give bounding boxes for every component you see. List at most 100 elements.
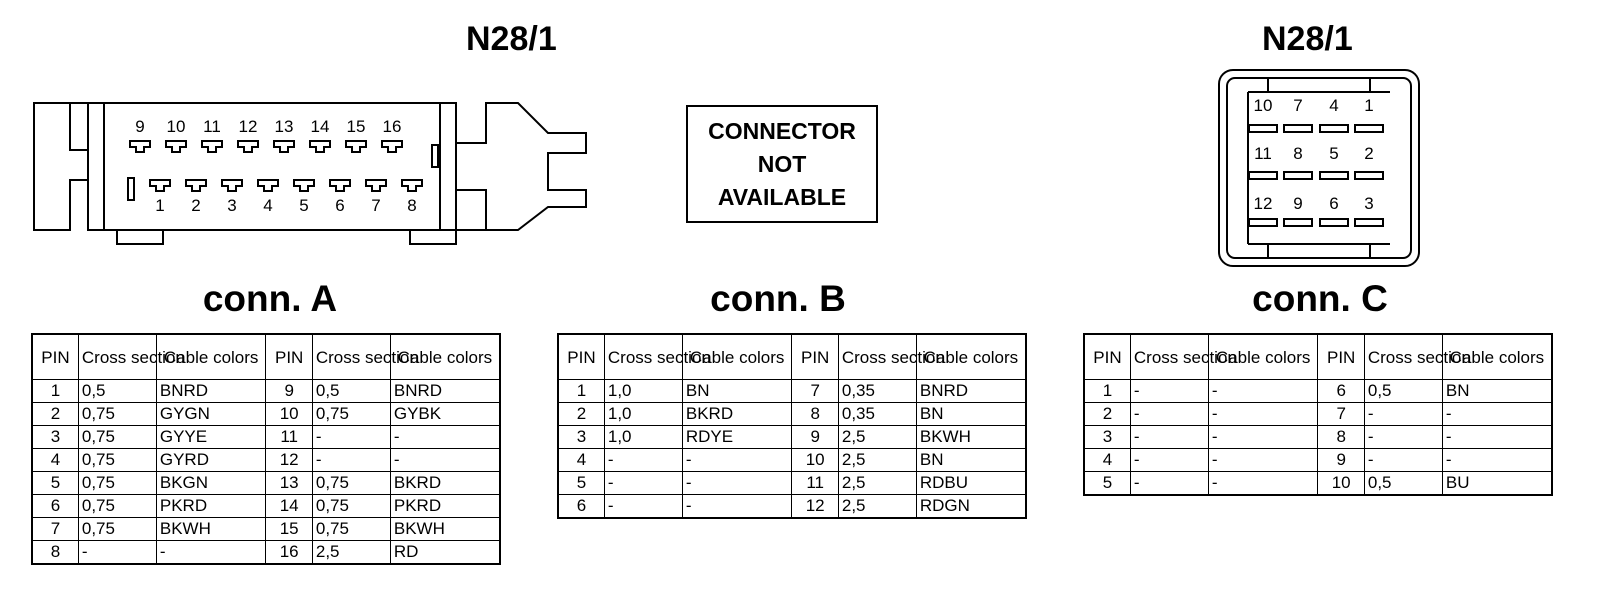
- table-row: 4--9--: [1083, 448, 1553, 472]
- table-header-cell: Cable colors: [389, 333, 501, 380]
- table-cell: 7: [791, 379, 839, 403]
- pin-slot-icon: [1248, 218, 1278, 227]
- table-cell: -: [681, 471, 793, 495]
- pin-number-label: 3: [227, 196, 237, 215]
- table-cell: 0,75: [77, 517, 157, 541]
- pin-slot-icon: [1354, 124, 1384, 133]
- table-header-cell: PIN: [557, 333, 605, 380]
- table-header-cell: Cable colors: [915, 333, 1027, 380]
- table-header-cell: Cross section: [311, 333, 419, 380]
- table-cell: -: [603, 471, 683, 495]
- pin-number-label: 1: [155, 196, 165, 215]
- table-cell: GYYE: [155, 425, 267, 449]
- table-cell: 0,75: [77, 471, 157, 495]
- pin-number-label: 1: [1364, 96, 1374, 115]
- pin-slot-icon: [1283, 171, 1313, 180]
- table-cell: 0,75: [77, 448, 157, 472]
- table-cell: 0,75: [77, 494, 157, 518]
- table-cell: -: [1441, 402, 1553, 426]
- table-cell: BNRD: [915, 379, 1027, 403]
- table-cell: RDYE: [681, 425, 793, 449]
- table-cell: BKWH: [155, 517, 267, 541]
- pin-number-label: 2: [191, 196, 201, 215]
- pin-number-label: 11: [1254, 144, 1272, 163]
- table-cell: 0,5: [311, 379, 391, 403]
- table-cell: 1,0: [603, 402, 683, 426]
- table-cell: BNRD: [155, 379, 267, 403]
- pin-number-label: 13: [274, 117, 294, 136]
- table-cell: -: [1363, 448, 1443, 472]
- connector-a-outline: [33, 102, 587, 245]
- table-cell: -: [603, 448, 683, 472]
- pin-number-label: 6: [335, 196, 345, 215]
- pin-number-label: 10: [1253, 96, 1273, 115]
- table-cell: 1,0: [603, 425, 683, 449]
- table-header-cell: Cross section: [1363, 333, 1471, 380]
- pin-number-label: 11: [203, 117, 221, 136]
- table-cell: 12: [265, 448, 313, 472]
- table-header-cell: Cable colors: [1441, 333, 1553, 380]
- table-cell: -: [1129, 471, 1209, 496]
- table-cell: BNRD: [389, 379, 501, 403]
- pin-number-label: 15: [346, 117, 366, 136]
- pin-number-label: 5: [1329, 144, 1339, 163]
- table-cell: BKWH: [389, 517, 501, 541]
- table-cell: GYBK: [389, 402, 501, 426]
- pin-number-label: 2: [1364, 144, 1374, 163]
- table-cell: 5: [1083, 471, 1131, 496]
- table-cell: -: [311, 425, 391, 449]
- table-cell: -: [603, 494, 683, 519]
- table-cell: -: [77, 540, 157, 565]
- pin-terminal-icon: [165, 140, 187, 153]
- pin-terminal-icon: [329, 179, 351, 192]
- table-cell: -: [1207, 402, 1319, 426]
- table-cell: 9: [1317, 448, 1365, 472]
- table-cell: 5: [557, 471, 605, 495]
- pin-number-label: 16: [382, 117, 402, 136]
- pin-slot-icon: [1319, 124, 1349, 133]
- pin-terminal-icon: [381, 140, 403, 153]
- table-cell: 2: [1083, 402, 1131, 426]
- table-cell: 7: [1317, 402, 1365, 426]
- table-cell: 2: [557, 402, 605, 426]
- table-cell: GYGN: [155, 402, 267, 426]
- table-cell: 0,75: [311, 517, 391, 541]
- pin-terminal-icon: [345, 140, 367, 153]
- table-cell: -: [1363, 425, 1443, 449]
- table-cell: -: [1207, 448, 1319, 472]
- table-cell: 1: [1083, 379, 1131, 403]
- table-cell: RDBU: [915, 471, 1027, 495]
- table-cell: 11: [791, 471, 839, 495]
- pin-number-label: 6: [1329, 194, 1339, 213]
- table-cell: RDGN: [915, 494, 1027, 519]
- table-cell: BN: [915, 448, 1027, 472]
- table-cell: 9: [265, 379, 313, 403]
- table-cell: -: [1129, 425, 1209, 449]
- not-available-line-2: NOT: [757, 150, 807, 177]
- table-cell: BKGN: [155, 471, 267, 495]
- table-cell: 2,5: [837, 471, 917, 495]
- connector-title-right: N28/1: [1262, 20, 1353, 58]
- table-row: 3--8--: [1083, 425, 1553, 449]
- pin-terminal-icon: [365, 179, 387, 192]
- table-header-cell: PIN: [1083, 333, 1131, 380]
- pin-number-label: 12: [1253, 194, 1273, 213]
- table-cell: 6: [557, 494, 605, 519]
- table-cell: 0,75: [77, 402, 157, 426]
- table-cell: RD: [389, 540, 501, 565]
- table-cell: 7: [31, 517, 79, 541]
- pin-slot-icon: [1354, 171, 1384, 180]
- not-available-line-1: CONNECTOR: [708, 117, 856, 144]
- table-cell: 14: [265, 494, 313, 518]
- pin-terminal-icon: [257, 179, 279, 192]
- table-cell: BKRD: [681, 402, 793, 426]
- table-cell: 3: [557, 425, 605, 449]
